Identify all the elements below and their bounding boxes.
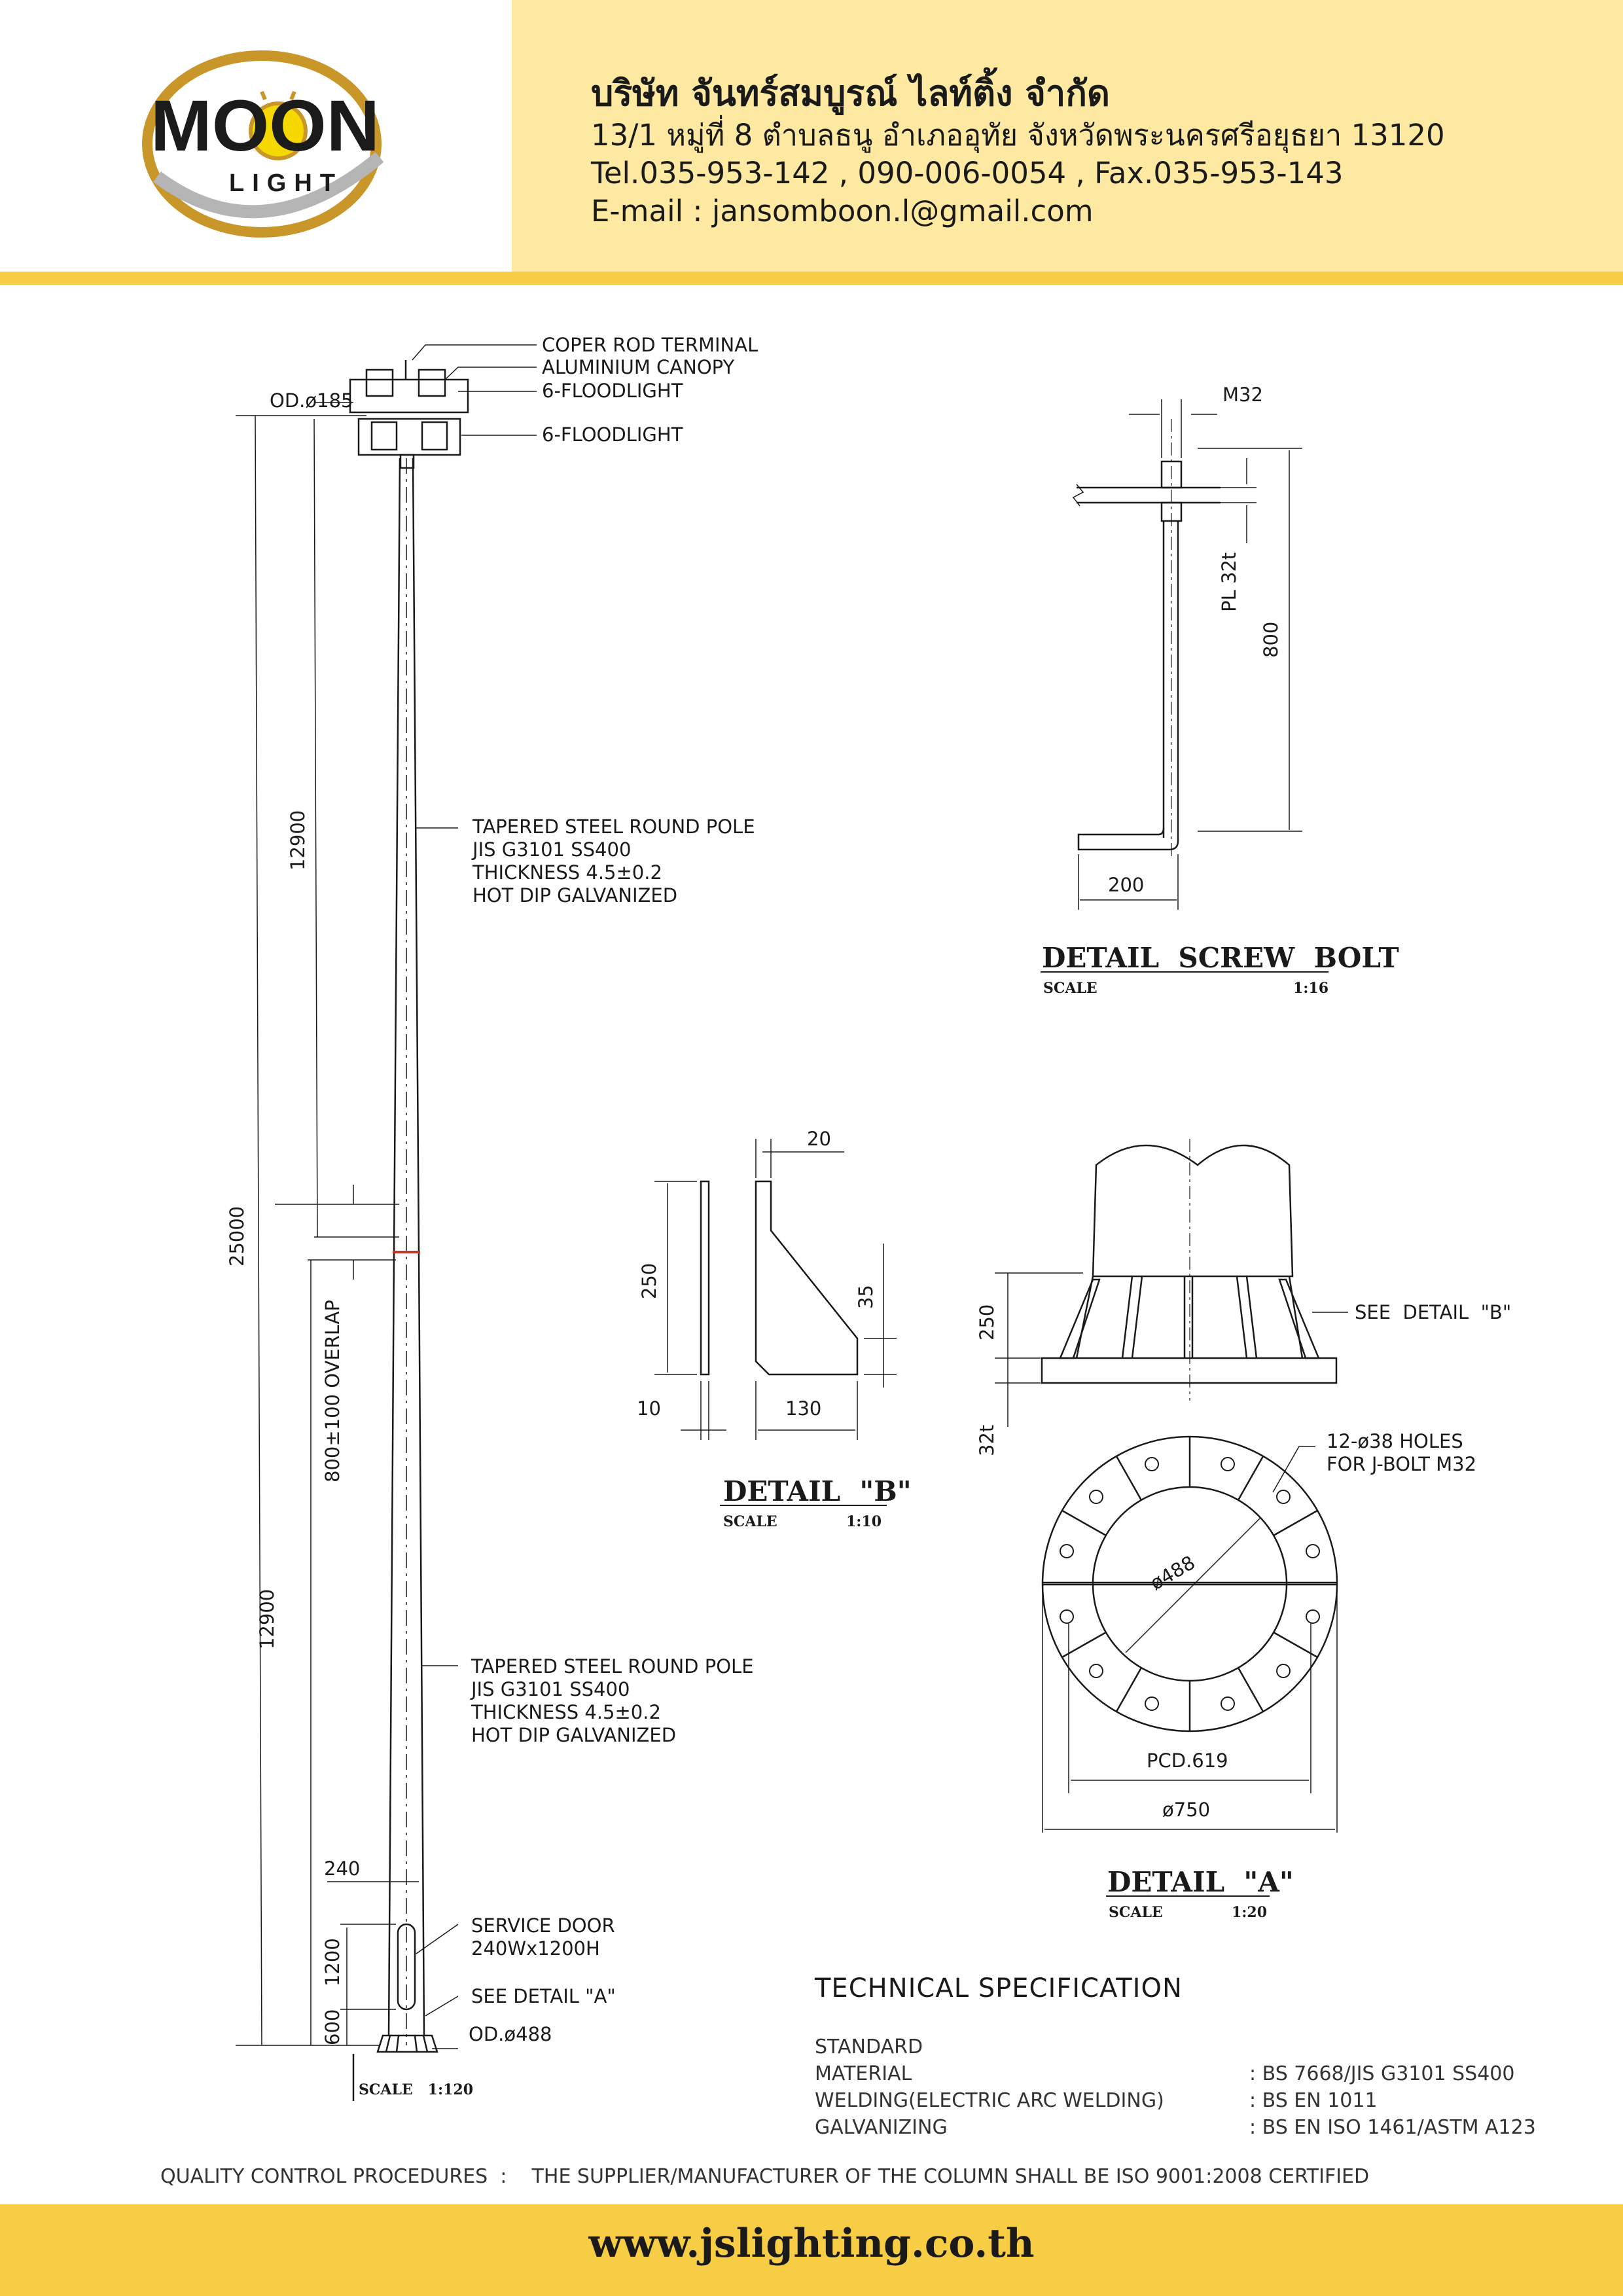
lightbulb-icon (249, 90, 308, 160)
spec-title: TECHNICAL SPECIFICATION (815, 1973, 1183, 2003)
dim-b-corner: 35 (855, 1285, 877, 1309)
od-top-label: OD.ø185 (270, 389, 353, 412)
spec-row-value: : BS 7668/JIS G3101 SS400 (1249, 2062, 1515, 2085)
see-detail-b-label: SEE DETAIL "B" (1355, 1301, 1511, 1323)
upper-spec-1: TAPERED STEEL ROUND POLE (472, 816, 755, 838)
detail-a-scale-value: 1:20 (1232, 1904, 1267, 1921)
canopy-label: ALUMINIUM CANOPY (542, 356, 735, 378)
engineering-drawing: COPER ROD TERMINAL ALUMINIUM CANOPY 6-FL… (226, 334, 1511, 2101)
lower-spec-3: THICKNESS 4.5±0.2 (471, 1701, 661, 1723)
detail-b-scale-label: SCALE (723, 1513, 777, 1530)
pole-elevation (236, 344, 537, 2101)
logo-subtext: LIGHT (229, 170, 343, 197)
header-stripe (0, 272, 1623, 285)
logo-text: MOON (151, 86, 380, 166)
website-link[interactable]: www.jslighting.co.th (588, 2221, 1035, 2267)
screw-bolt-title: DETAIL SCREW BOLT (1042, 942, 1399, 974)
company-logo: MOON LIGHT (142, 50, 384, 238)
dim-bolt-length: 800 (1260, 622, 1282, 658)
floodlight-bottom-label: 6-FLOODLIGHT (542, 423, 683, 446)
dim-bolt-foot: 200 (1108, 874, 1144, 896)
dim-b-thickness: 10 (637, 1397, 661, 1420)
dim-door-height: 1200 (321, 1938, 344, 1986)
detail-a-drawing (995, 1139, 1348, 1897)
dim-lower: 12900 (256, 1589, 278, 1649)
service-door-label-2: 240Wx1200H (471, 1937, 600, 1960)
screw-bolt-scale-value: 1:16 (1293, 980, 1329, 997)
spec-row-label: GALVANIZING (815, 2116, 948, 2139)
upper-spec-3: THICKNESS 4.5±0.2 (472, 861, 662, 884)
dim-door-width: 240 (324, 1857, 360, 1880)
company-name: บริษัท จันทร์สมบูรณ์ ไลท์ติ้ง จำกัด (591, 73, 1110, 114)
lower-spec-4: HOT DIP GALVANIZED (471, 1724, 676, 1746)
dim-door-base: 600 (321, 2009, 344, 2045)
quality-control-note: QUALITY CONTROL PROCEDURES : THE SUPPLIE… (160, 2165, 1370, 2188)
lower-spec-1: TAPERED STEEL ROUND POLE (471, 1655, 754, 1677)
see-detail-a-label: SEE DETAIL "A" (471, 1985, 616, 2007)
footer-banner (0, 2204, 1623, 2296)
od-bottom-label: OD.ø488 (469, 2023, 552, 2045)
dim-upper: 12900 (287, 810, 309, 870)
pole-scale: SCALE 1:120 (359, 2081, 473, 2098)
dim-a-outer: ø750 (1162, 1799, 1210, 1821)
dim-b-height: 250 (638, 1263, 660, 1299)
holes-label-2: FOR J-BOLT M32 (1327, 1453, 1476, 1475)
dim-b-width: 130 (785, 1397, 821, 1420)
detail-a-scale-label: SCALE (1109, 1904, 1163, 1921)
upper-spec-4: HOT DIP GALVANIZED (473, 884, 677, 906)
screw-bolt-scale-label: SCALE (1043, 980, 1097, 997)
dim-b-top: 20 (807, 1128, 831, 1150)
spec-row-value: : BS EN 1011 (1249, 2089, 1378, 2112)
dim-a-plate: 32t (976, 1425, 998, 1456)
detail-b-drawing (654, 1139, 897, 1506)
service-door-label-1: SERVICE DOOR (471, 1914, 615, 1937)
detail-b-scale-value: 1:10 (846, 1513, 882, 1530)
floodlight-top-label: 6-FLOODLIGHT (542, 380, 683, 402)
spec-row-value: : BS EN ISO 1461/ASTM A123 (1249, 2116, 1536, 2139)
technical-specification: TECHNICAL SPECIFICATION STANDARD MATERIA… (815, 1973, 1536, 2139)
spec-row-label: WELDING(ELECTRIC ARC WELDING) (815, 2089, 1164, 2112)
dim-plate: PL 32t (1218, 552, 1240, 612)
company-address: 13/1 หมู่ที่ 8 ตำบลธนู อำเภออุทัย จังหวั… (591, 118, 1445, 152)
company-phone: Tel.035-953-142 , 090-006-0054 , Fax.035… (591, 156, 1344, 190)
detail-b-title: DETAIL "B" (723, 1475, 912, 1507)
spec-row-label: STANDARD (815, 2036, 923, 2058)
company-info: บริษัท จันทร์สมบูรณ์ ไลท์ติ้ง จำกัด 13/1… (591, 71, 1445, 230)
screw-bolt-drawing (1041, 399, 1329, 973)
dim-a-stiffener: 250 (976, 1304, 998, 1340)
logo-panel: MOON LIGHT (0, 0, 512, 272)
detail-a-title: DETAIL "A" (1107, 1866, 1294, 1898)
spec-row-label: MATERIAL (815, 2062, 912, 2085)
upper-spec-2: JIS G3101 SS400 (471, 838, 631, 861)
holes-label-1: 12-ø38 HOLES (1327, 1430, 1463, 1452)
dim-a-pcd: PCD.619 (1147, 1749, 1228, 1772)
lower-spec-2: JIS G3101 SS400 (470, 1678, 630, 1700)
dim-thread: M32 (1222, 384, 1263, 406)
dim-total: 25000 (226, 1206, 248, 1266)
dim-overlap: 800±100 OVERLAP (321, 1300, 344, 1482)
terminal-label: COPER ROD TERMINAL (542, 334, 758, 356)
company-email[interactable]: E-mail : jansomboon.l@gmail.com (591, 194, 1094, 228)
